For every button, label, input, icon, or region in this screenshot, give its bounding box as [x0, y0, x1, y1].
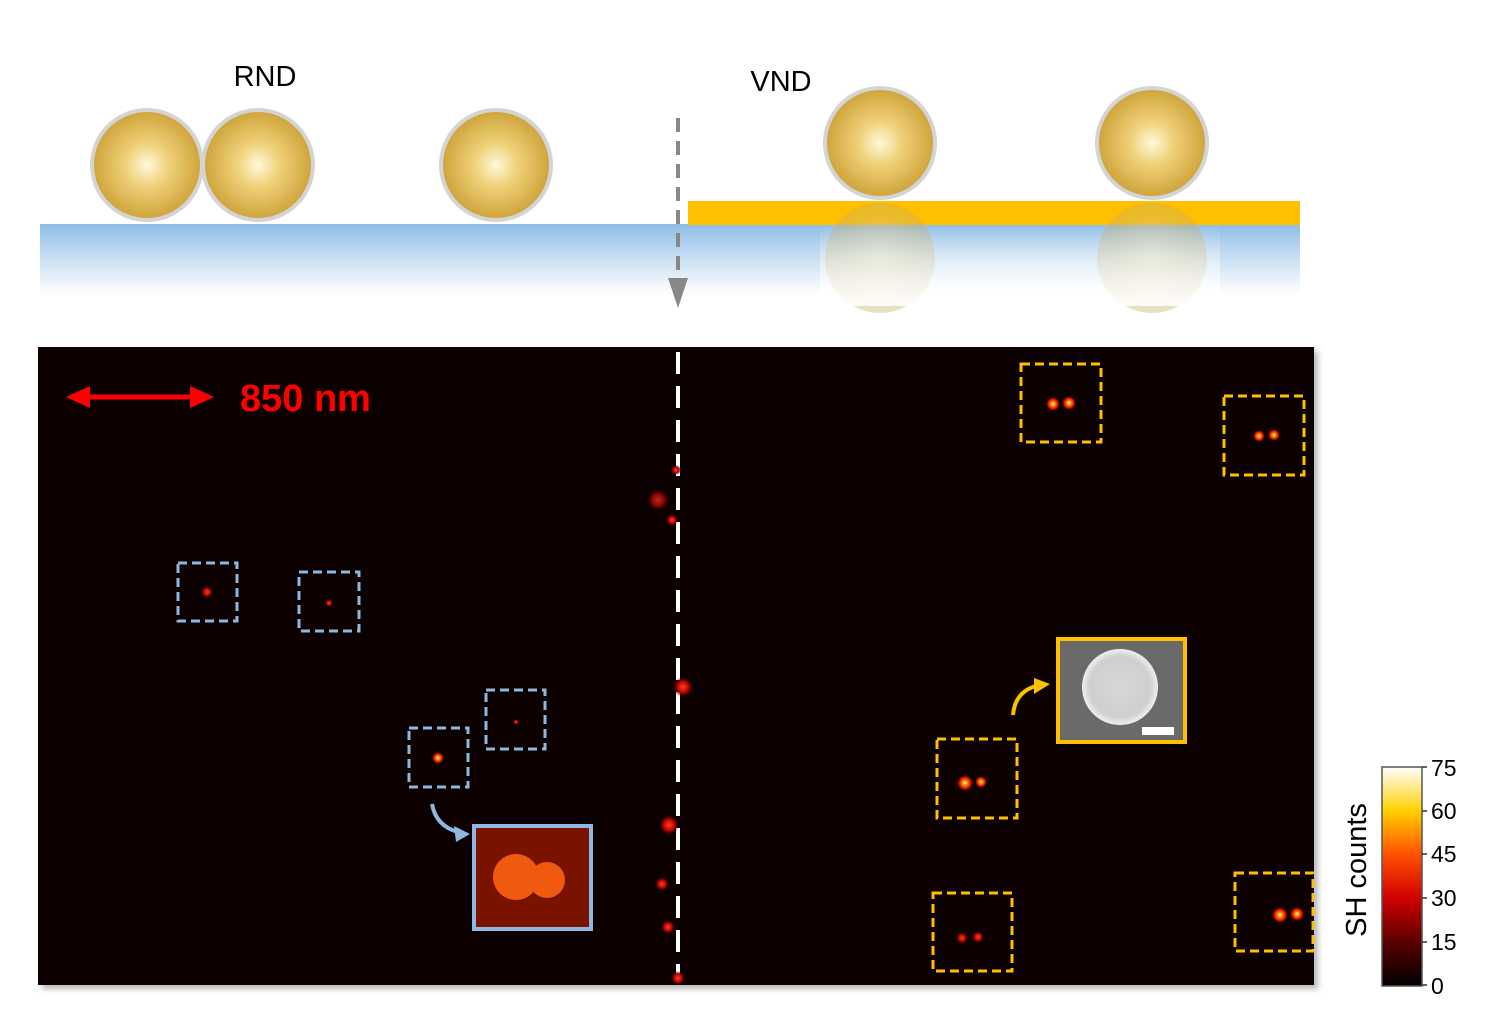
rnd-particle-box: [176, 561, 239, 623]
gold-film: [688, 201, 1300, 225]
arrow-head: [668, 278, 688, 308]
colorbar-tick-label: 60: [1431, 798, 1457, 824]
image-fade: [820, 226, 1220, 306]
scale-bar-label: 850 nm: [240, 378, 371, 420]
gold-nanoparticle: [823, 86, 937, 200]
sh-spot: [647, 489, 669, 511]
vnd-particle-box: [931, 891, 1014, 973]
rnd-particle-box: [407, 726, 470, 789]
sh-spot: [655, 877, 669, 891]
sh-spot: [666, 514, 678, 526]
colorbar-tick-label: 30: [1431, 885, 1457, 911]
sh-spot: [671, 971, 685, 985]
sh-spot: [673, 677, 693, 697]
colorbar-ticks: [1422, 766, 1427, 986]
scale-bar: [66, 386, 214, 408]
sh-spot: [659, 815, 679, 835]
sem-scale-bar: [1142, 727, 1174, 735]
rnd-inset: [472, 824, 593, 931]
rnd-label: RND: [234, 61, 297, 93]
gold-nanoparticle: [201, 108, 315, 222]
colorbar-gradient: [1381, 766, 1423, 987]
colorbar-title: SH counts: [1341, 803, 1373, 937]
vnd-particle-box: [935, 737, 1019, 820]
vnd-particle-box: [1019, 362, 1103, 444]
vnd-inset-arrow: [1011, 684, 1037, 716]
rnd-particle-box: [484, 688, 547, 751]
gold-nanoparticle: [439, 108, 553, 222]
colorbar-tick-label: 15: [1431, 929, 1457, 955]
vnd-particle-box: [1222, 394, 1306, 477]
gold-nanoparticle: [1095, 86, 1209, 200]
vnd-particle-box: [1233, 871, 1315, 953]
colorbar-tick-label: 0: [1431, 973, 1444, 999]
vnd-label: VND: [750, 66, 811, 98]
rnd-particle-box: [297, 570, 361, 633]
sh-spot: [671, 465, 681, 475]
gold-nanoparticle: [90, 108, 204, 222]
sh-scan-image: 850 nm: [38, 347, 1315, 985]
colorbar-tick-label: 75: [1431, 755, 1457, 781]
vnd-inset: [1056, 637, 1187, 744]
sh-spot: [661, 920, 675, 934]
schematic: RND VND: [40, 61, 1300, 313]
rnd-inset-arrow: [430, 803, 459, 834]
colorbar: 75 60 45 30 15 0 SH counts: [1341, 755, 1457, 999]
colorbar-tick-label: 45: [1431, 841, 1457, 867]
